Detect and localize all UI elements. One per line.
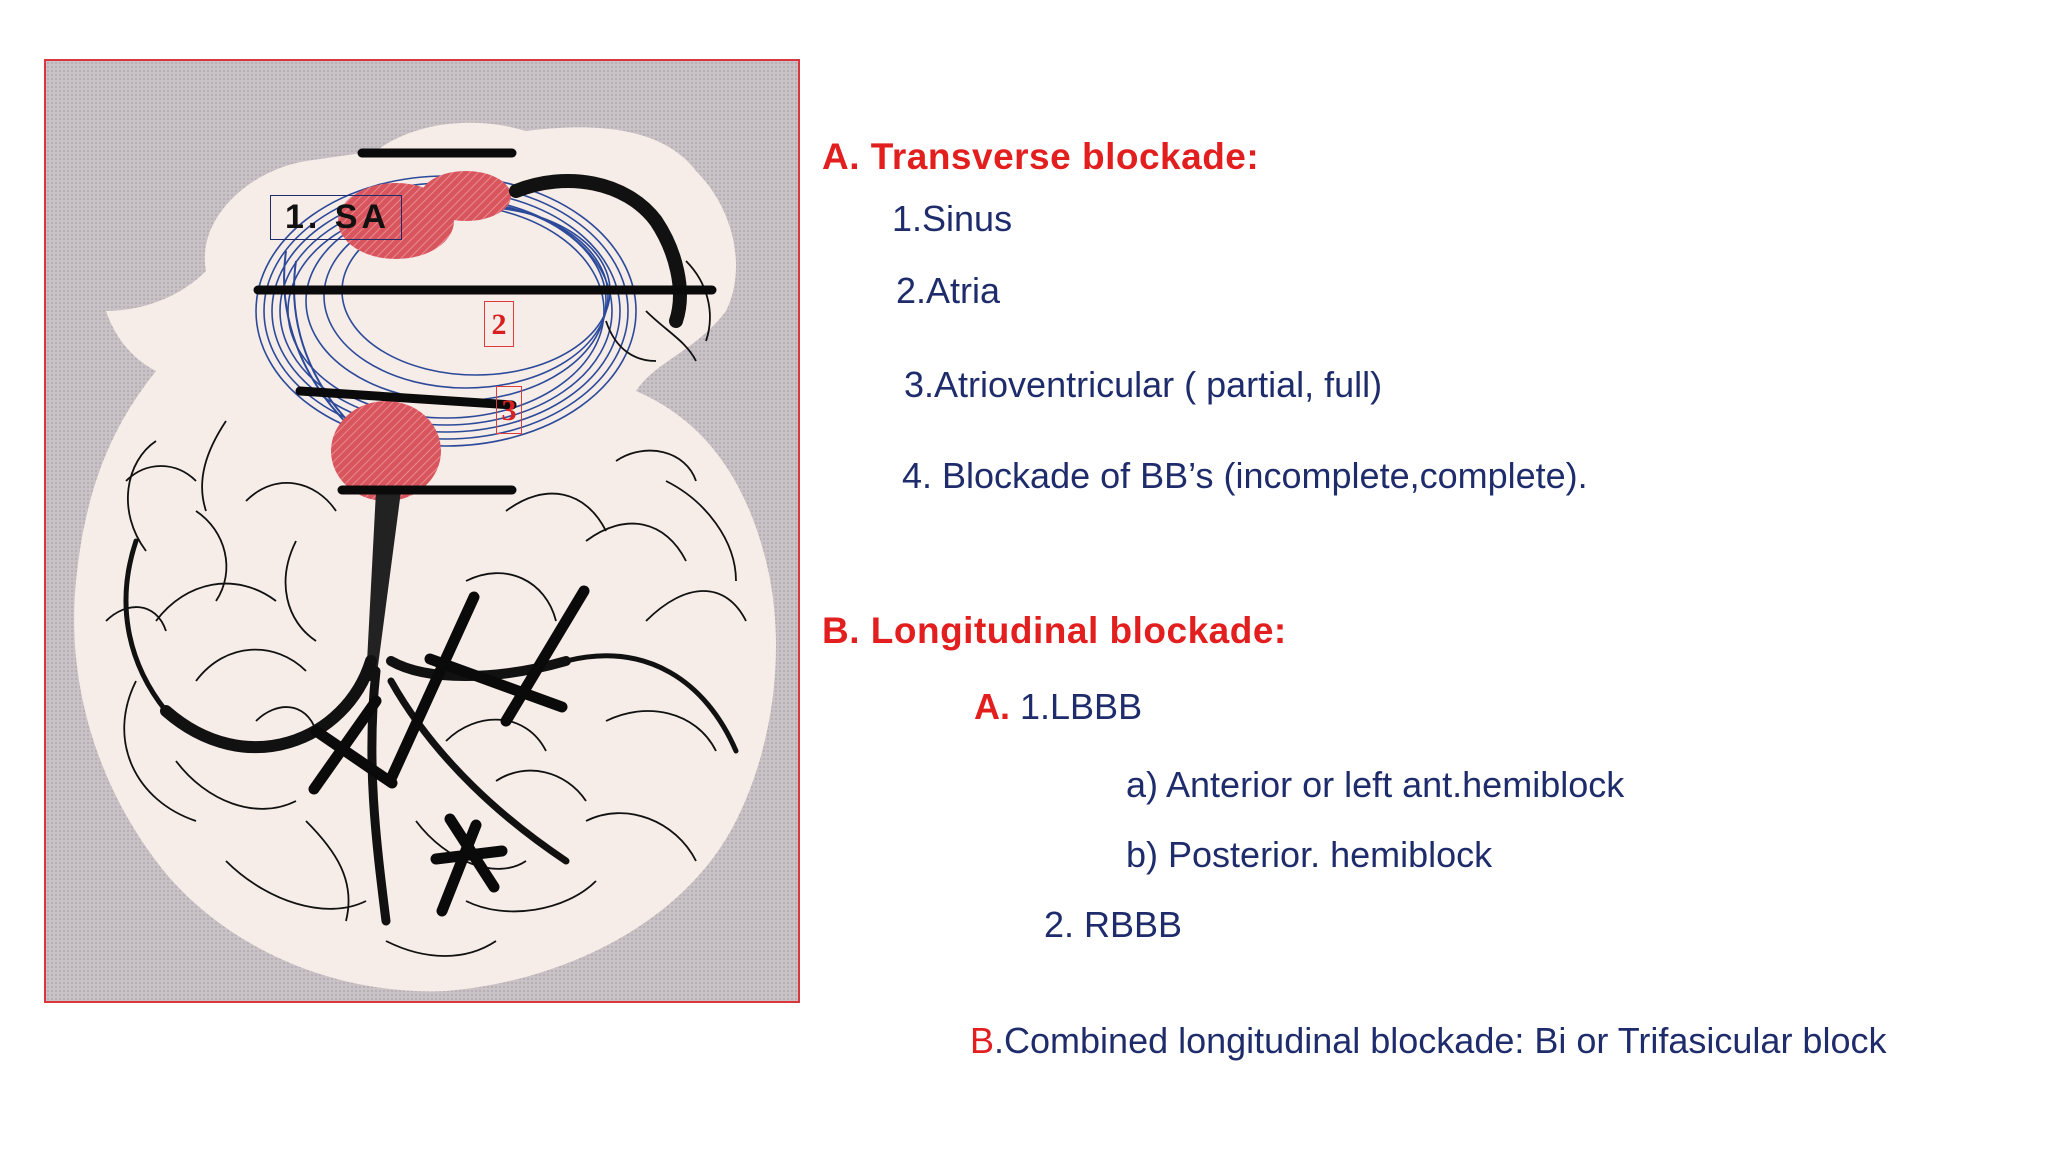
item-combined: B.Combined longitudinal blockade: Bi or … xyxy=(970,1020,1886,1062)
item-posterior-hemiblock: b) Posterior. hemiblock xyxy=(1126,834,1493,875)
block-bars xyxy=(253,148,717,495)
item-av: 3.Atrioventricular ( partial, full) xyxy=(904,364,1383,405)
sa-node-extension xyxy=(421,171,511,221)
av-node xyxy=(331,401,441,501)
label-box-3: 3 xyxy=(496,386,522,434)
his-bundle xyxy=(366,491,401,681)
heart-conduction-figure: 1. SA 2 3 xyxy=(44,59,800,1003)
heart-illustration xyxy=(74,122,777,992)
item-lbbb: A. 1.LBBB xyxy=(974,686,1142,728)
marker-b: B xyxy=(970,1020,995,1061)
lbbb-label: 1.LBBB xyxy=(1010,686,1143,727)
combined-label: .Combined longitudinal blockade: Bi or T… xyxy=(994,1020,1887,1061)
block-av xyxy=(295,386,517,410)
marker-a: A. xyxy=(974,686,1010,727)
heading-longitudinal: B. Longitudinal blockade: xyxy=(822,610,1287,651)
heart-silhouette xyxy=(74,122,777,992)
longitudinal-block-marks xyxy=(308,585,590,917)
item-anterior-hemiblock: a) Anterior or left ant.hemiblock xyxy=(1126,764,1625,805)
item-bb: 4. Blockade of BB’s (incomplete,complete… xyxy=(902,455,1588,496)
label-box-2: 2 xyxy=(484,301,514,347)
item-sinus: 1.Sinus xyxy=(892,198,1013,239)
heading-transverse: A. Transverse blockade: xyxy=(822,136,1260,177)
purkinje-network xyxy=(105,260,747,957)
item-rbbb: 2. RBBB xyxy=(1044,904,1183,945)
sa-label-box: 1. SA xyxy=(270,195,402,240)
item-atria: 2.Atria xyxy=(896,270,1001,311)
